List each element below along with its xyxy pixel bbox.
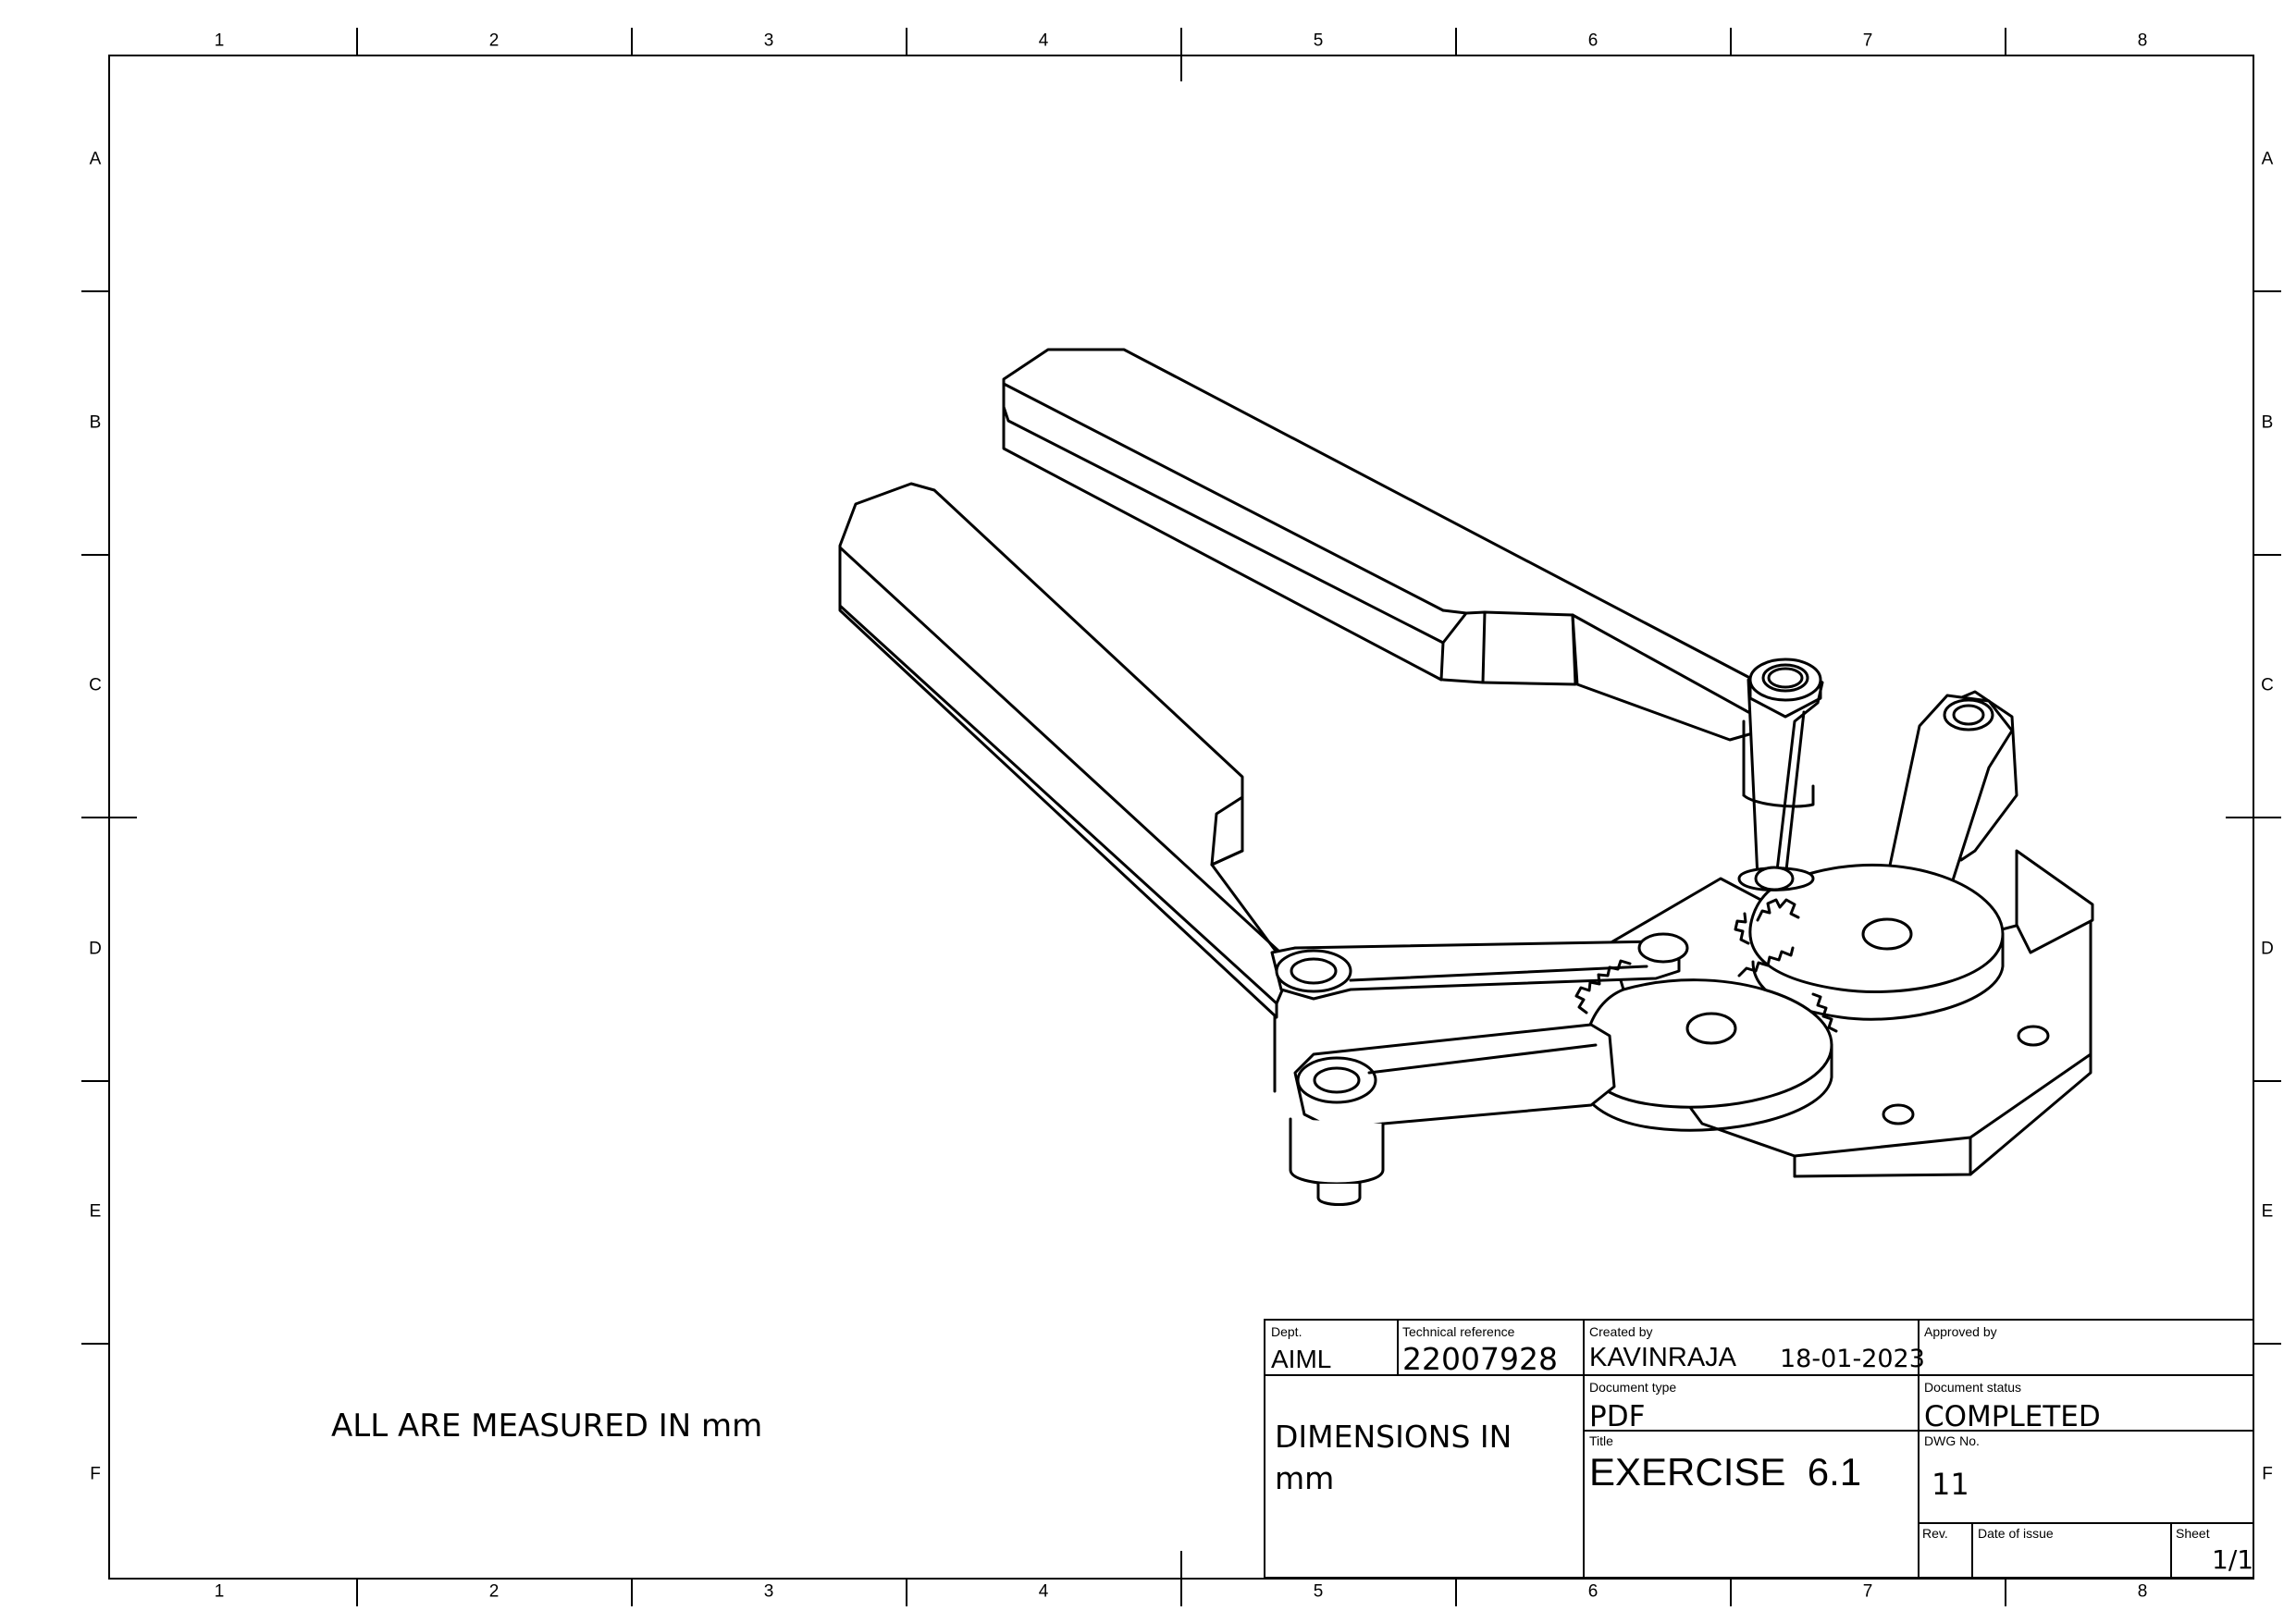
- col-label-2-top: 2: [488, 31, 500, 51]
- col-label-3-bottom: 3: [763, 1581, 774, 1602]
- back-arm: [1002, 348, 1764, 742]
- issue-caption: Date of issue: [1978, 1526, 2054, 1541]
- rev-caption: Rev.: [1922, 1526, 1948, 1541]
- row-label-a-left: A: [89, 149, 102, 169]
- col-label-5-bottom: 5: [1313, 1581, 1324, 1602]
- pivot-pin: [1273, 1014, 1385, 1206]
- zone-ticks: [81, 28, 2281, 1606]
- dwg-caption: DWG No.: [1924, 1433, 1980, 1448]
- tb-rule-rev-row: [1918, 1522, 2253, 1524]
- doctype-value: PDF: [1589, 1400, 1646, 1433]
- row-label-e-right: E: [2261, 1201, 2274, 1222]
- col-label-6-bottom: 6: [1587, 1581, 1599, 1602]
- row-label-f-right: F: [2262, 1464, 2273, 1484]
- row-label-f-left: F: [90, 1464, 101, 1484]
- col-label-7-top: 7: [1862, 31, 1873, 51]
- row-label-c-left: C: [89, 675, 102, 695]
- col-label-8-top: 8: [2137, 31, 2148, 51]
- gripper-illustration: [838, 348, 2094, 1206]
- left-link-lower: [1293, 1023, 1616, 1130]
- row-label-b-left: B: [89, 412, 102, 433]
- created-caption: Created by: [1589, 1324, 1653, 1339]
- row-label-d-right: D: [2261, 939, 2274, 959]
- col-label-1-bottom: 1: [214, 1581, 225, 1602]
- row-label-a-right: A: [2261, 149, 2274, 169]
- col-label-4-top: 4: [1038, 31, 1049, 51]
- techref-caption: Technical reference: [1402, 1324, 1515, 1339]
- col-label-4-bottom: 4: [1038, 1581, 1049, 1602]
- dept-caption: Dept.: [1271, 1324, 1302, 1339]
- doctype-caption: Document type: [1589, 1380, 1677, 1395]
- col-label-7-bottom: 7: [1862, 1581, 1873, 1602]
- dimensions-line1: DIMENSIONS IN: [1275, 1419, 1512, 1455]
- dept-value: AIML: [1271, 1345, 1332, 1373]
- measurement-note: ALL ARE MEASURED IN mm: [331, 1408, 763, 1445]
- drawing-title: EXERCISE 6.1: [1589, 1450, 1862, 1494]
- left-link-upper: [1270, 932, 1689, 1001]
- col-label-6-top: 6: [1587, 31, 1599, 51]
- title-block: Dept. AIML Technical reference 22007928 …: [1264, 1319, 2254, 1579]
- col-label-1-top: 1: [214, 31, 225, 51]
- right-gear: [1734, 863, 2005, 1021]
- col-label-3-top: 3: [763, 31, 774, 51]
- sheet-value: 1/1: [2212, 1544, 2254, 1575]
- row-label-b-right: B: [2261, 412, 2274, 433]
- approved-caption: Approved by: [1924, 1324, 1997, 1339]
- row-label-d-left: D: [89, 939, 102, 959]
- techref-value: 22007928: [1402, 1341, 1558, 1377]
- right-crank-arm: [1885, 690, 2018, 885]
- tb-rule-dept: [1397, 1321, 1399, 1374]
- tb-rule-sheet: [2170, 1522, 2172, 1577]
- dimensions-line2: mm: [1275, 1460, 1335, 1496]
- col-label-8-bottom: 8: [2137, 1581, 2148, 1602]
- created-date-value: 18-01-2023: [1780, 1345, 1925, 1373]
- row-label-e-left: E: [89, 1201, 102, 1222]
- docstatus-value: COMPLETED: [1924, 1400, 2101, 1433]
- col-label-5-top: 5: [1313, 31, 1324, 51]
- row-label-c-right: C: [2261, 675, 2274, 695]
- sheet-caption: Sheet: [2176, 1526, 2210, 1541]
- col-label-2-bottom: 2: [488, 1581, 500, 1602]
- created-by-value: KAVINRAJA: [1589, 1343, 1737, 1372]
- tb-rule-rev: [1971, 1522, 1973, 1577]
- title-caption: Title: [1589, 1433, 1613, 1448]
- tall-link: [1737, 658, 1824, 891]
- dwg-value: 11: [1932, 1467, 1969, 1502]
- tb-rule-right: [1918, 1321, 1920, 1577]
- tb-rule-mid: [1583, 1321, 1585, 1577]
- docstatus-caption: Document status: [1924, 1380, 2022, 1395]
- front-arm: [838, 482, 1292, 1019]
- tb-rule-row1: [1265, 1374, 2253, 1376]
